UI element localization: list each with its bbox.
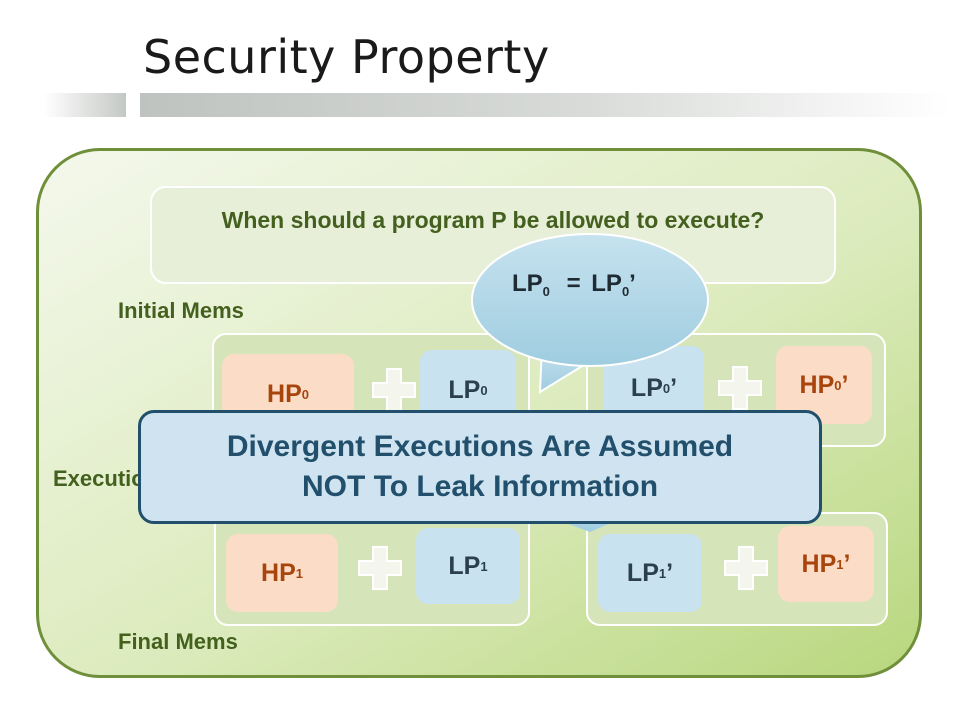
lp-subscript: 1 (480, 558, 488, 574)
banner-line-1: Divergent Executions Are Assumed (226, 430, 734, 463)
hp-subscript: 0 (301, 386, 309, 402)
hp-prime: ’ (841, 370, 849, 399)
plus-icon (724, 546, 768, 590)
hp-label: HP (261, 558, 296, 587)
callout-right-sub: 0 (621, 284, 630, 299)
question-text: When should a program P be allowed to ex… (221, 207, 765, 233)
banner-line-2: NOT To Leak Information (301, 470, 659, 503)
lp-label: LP (630, 373, 663, 402)
plus-icon (718, 366, 762, 410)
callout-ellipse (471, 233, 709, 367)
lp-prime: ’ (666, 558, 674, 587)
callout-text: LP0 = LP0’ (512, 270, 636, 299)
label-final-mems: Final Mems (118, 629, 238, 654)
callout-equals: = (566, 270, 581, 297)
lp-subscript: 0 (480, 382, 488, 398)
callout-bottom-tail (510, 502, 660, 532)
lp-label: LP (448, 375, 481, 404)
hp-subscript: 1 (295, 565, 303, 581)
lp-subscript: 1 (658, 565, 667, 581)
lp-prime: ’ (670, 373, 678, 402)
lp-label: LP (448, 551, 481, 580)
callout-left-sub: 0 (542, 284, 550, 299)
lp-subscript: 0 (662, 380, 671, 396)
plus-icon (358, 546, 402, 590)
hp-label: HP (801, 549, 837, 578)
callout-right-prime: ’ (629, 270, 636, 297)
plus-icon (372, 368, 416, 412)
hp-prime: ’ (843, 549, 851, 578)
hp-subscript: 0 (834, 377, 842, 393)
hp-label: HP (267, 379, 302, 408)
slide-title: Security Property (143, 30, 550, 84)
callout-right-lp: LP (591, 270, 622, 297)
hp-subscript: 1 (836, 556, 844, 572)
label-initial-mems: Initial Mems (118, 298, 244, 323)
callout-left-lp: LP (512, 270, 543, 297)
title-rule-right (140, 93, 950, 117)
hp-label: HP (799, 370, 835, 399)
title-rule-left (44, 93, 126, 117)
lp-label: LP (626, 558, 659, 587)
callout-bubble (471, 233, 709, 532)
assumption-banner: Divergent Executions Are Assumed NOT To … (138, 410, 822, 524)
